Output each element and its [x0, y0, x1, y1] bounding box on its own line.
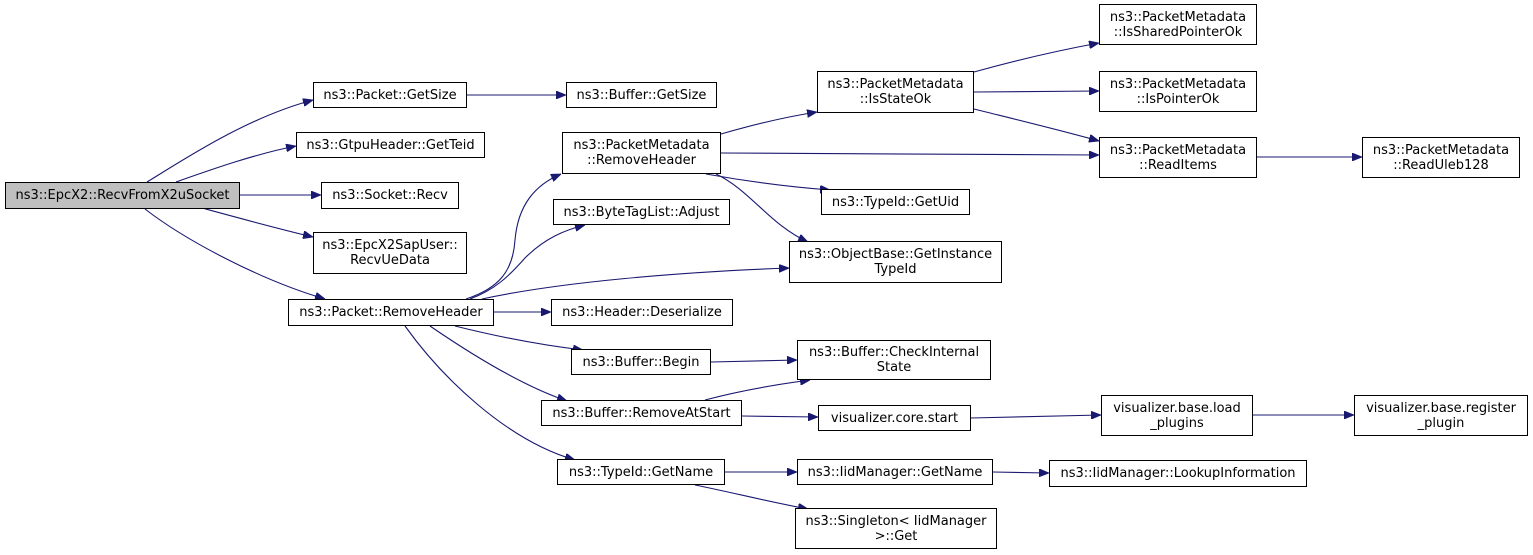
call-node-packetmetadata-issharedpointerok[interactable]: ns3::PacketMetadata ::IsSharedPointerOk: [1099, 4, 1257, 45]
node-label-line-1: ns3::GtpuHeader::GetTeid: [306, 137, 475, 153]
edge-recvfromx2usocket-to-epcx2sapuser-recvuedata: [201, 207, 313, 237]
node-label-line-1: ns3::PacketMetadata: [573, 138, 710, 153]
edge-isstateok-to-readitems: [973, 108, 1099, 141]
call-node-packet-getsize[interactable]: ns3::Packet::GetSize: [313, 82, 467, 108]
node-label-line-1: ns3::IidManager::GetName: [807, 464, 983, 480]
call-node-singleton-iidmanager-get[interactable]: ns3::Singleton< IidManager >::Get: [795, 508, 997, 549]
call-node-bytetaglist-adjust[interactable]: ns3::ByteTagList::Adjust: [553, 199, 730, 225]
node-label-line-2: ::RemoveHeader: [587, 153, 696, 168]
node-label-line-2: ::IsPointerOk: [1136, 91, 1220, 107]
node-label-line-1: ns3::Packet::RemoveHeader: [299, 305, 483, 320]
node-label-line-1: ns3::PacketMetadata: [1372, 142, 1510, 158]
call-node-socket-recv[interactable]: ns3::Socket::Recv: [321, 182, 459, 209]
edge-recvfromx2usocket-to-packet-getsize: [146, 100, 313, 183]
call-node-gtpuheader-getteid[interactable]: ns3::GtpuHeader::GetTeid: [296, 132, 485, 158]
call-node-iidmanager-lookupinformation[interactable]: ns3::IidManager::LookupInformation: [1049, 460, 1307, 487]
edge-packet-removeheader-to-packetmetadata-removeheader: [465, 173, 561, 300]
call-node-visualizer-base-register-plugin[interactable]: visualizer.base.register _plugin: [1354, 395, 1528, 436]
node-label-line-1: ns3::Buffer::GetSize: [576, 87, 707, 103]
call-node-visualizer-core-start[interactable]: visualizer.core.start: [818, 405, 971, 431]
node-label-line-1: ns3::ByteTagList::Adjust: [563, 204, 720, 220]
node-label-line-1: ns3::Packet::GetSize: [323, 87, 457, 103]
node-label-line-1: visualizer.base.load: [1113, 400, 1241, 416]
node-label-line-1: ns3::ObjectBase::GetInstance: [798, 247, 993, 262]
call-node-typeid-getname[interactable]: ns3::TypeId::GetName: [557, 459, 725, 485]
call-node-packetmetadata-ispointerok[interactable]: ns3::PacketMetadata ::IsPointerOk: [1099, 71, 1257, 112]
node-label-line-2: ::IsStateOk: [859, 92, 932, 107]
call-node-packetmetadata-readitems[interactable]: ns3::PacketMetadata ::ReadItems: [1099, 137, 1257, 178]
call-node-typeid-getuid[interactable]: ns3::TypeId::GetUid: [821, 189, 970, 215]
edge-visualizer-core-start-to-load-plugins: [970, 415, 1101, 418]
node-label-line-1: ns3::Buffer::Begin: [582, 354, 700, 370]
call-node-buffer-begin[interactable]: ns3::Buffer::Begin: [571, 349, 711, 375]
node-label-line-1: ns3::PacketMetadata: [1109, 9, 1247, 25]
node-label-line-2: RecvUeData: [350, 253, 430, 268]
edge-packetmetadata-removeheader-to-objectbase-getinstancetypeid: [715, 173, 808, 243]
call-node-header-deserialize[interactable]: ns3::Header::Deserialize: [551, 299, 733, 326]
call-node-packetmetadata-isstateok[interactable]: ns3::PacketMetadata ::IsStateOk: [817, 71, 974, 113]
node-label-line-2: ::ReadItems: [1139, 157, 1217, 173]
node-label-line-1: ns3::Buffer::CheckInternal: [808, 345, 980, 360]
root-function-node: ns3::EpcX2::RecvFromX2uSocket: [5, 182, 240, 209]
node-label-line-1: visualizer.core.start: [830, 410, 959, 426]
call-node-buffer-removeatstart[interactable]: ns3::Buffer::RemoveAtStart: [541, 400, 742, 426]
edge-packetmetadata-removeheader-to-isstateok: [720, 112, 817, 135]
call-node-packetmetadata-removeheader[interactable]: ns3::PacketMetadata ::RemoveHeader: [562, 132, 721, 174]
edge-packet-removeheader-to-objectbase-getinstancetypeid: [481, 268, 789, 300]
edge-packet-removeheader-to-bytetaglist-adjust: [469, 225, 585, 300]
call-node-objectbase-getinstancetypeid[interactable]: ns3::ObjectBase::GetInstance TypeId: [789, 241, 1002, 283]
edge-buffer-begin-to-checkinternalstate: [710, 360, 797, 362]
call-node-buffer-checkinternalstate[interactable]: ns3::Buffer::CheckInternal State: [797, 340, 991, 380]
node-label-line-2: TypeId: [874, 262, 917, 277]
node-label-line-1: ns3::PacketMetadata: [1109, 142, 1247, 158]
node-label-line-1: ns3::PacketMetadata: [827, 77, 964, 92]
node-label-line-1: ns3::TypeId::GetName: [568, 464, 714, 480]
edge-recvfromx2usocket-to-gtpuheader-getteid: [175, 146, 296, 183]
node-label-line-2: ::ReadUleb128: [1393, 157, 1489, 173]
call-node-visualizer-base-load-plugins[interactable]: visualizer.base.load _plugins: [1101, 395, 1253, 436]
edge-packetmetadata-removeheader-to-typeid-getuid: [705, 173, 830, 190]
edge-packet-removeheader-to-typeid-getname: [404, 325, 575, 460]
edge-recvfromx2usocket-to-packet-removeheader: [144, 208, 325, 299]
node-label-line-1: ns3::Socket::Recv: [332, 188, 448, 203]
edge-packet-removeheader-to-buffer-begin: [454, 325, 583, 350]
node-label-line-1: visualizer.base.register: [1366, 400, 1516, 416]
node-label-line-1: ns3::PacketMetadata: [1109, 76, 1247, 92]
node-label-line-2: ::IsSharedPointerOk: [1113, 24, 1243, 40]
node-label-line-1: ns3::Buffer::RemoveAtStart: [552, 405, 731, 421]
call-node-epcx2sapuser-recvuedata[interactable]: ns3::EpcX2SapUser:: RecvUeData: [313, 232, 467, 274]
node-label-line-2: _plugins: [1150, 415, 1204, 431]
edge-buffer-removeatstart-to-checkinternalstate: [704, 380, 810, 401]
node-label-line-1: ns3::Header::Deserialize: [562, 305, 722, 320]
node-label-line-1: ns3::TypeId::GetUid: [831, 194, 960, 210]
node-label-line-2: State: [876, 360, 912, 375]
call-node-packetmetadata-readuleb128[interactable]: ns3::PacketMetadata ::ReadUleb128: [1362, 137, 1520, 178]
call-node-iidmanager-getname[interactable]: ns3::IidManager::GetName: [797, 459, 993, 485]
node-label-line-1: ns3::IidManager::LookupInformation: [1060, 466, 1296, 481]
edge-isstateok-to-issharedpointerok: [973, 43, 1099, 73]
call-node-packet-removeheader[interactable]: ns3::Packet::RemoveHeader: [288, 299, 494, 326]
call-node-buffer-getsize[interactable]: ns3::Buffer::GetSize: [566, 82, 717, 108]
edge-isstateok-to-ispointerok: [973, 91, 1099, 92]
edge-iidmanager-getname-to-lookupinformation: [992, 472, 1049, 473]
edge-buffer-removeatstart-to-visualizer-core-start: [741, 416, 818, 417]
node-label-line-1: ns3::EpcX2::RecvFromX2uSocket: [15, 188, 230, 203]
edge-packetmetadata-removeheader-to-readitems: [720, 153, 1099, 155]
edge-packet-removeheader-to-buffer-removeatstart: [429, 325, 567, 401]
node-label-line-1: ns3::Singleton< IidManager: [805, 513, 987, 529]
node-label-line-2: >::Get: [874, 528, 918, 544]
edge-typeid-getname-to-singleton-iidmanager-get: [694, 484, 808, 509]
node-label-line-1: ns3::EpcX2SapUser::: [322, 238, 458, 253]
node-label-line-2: _plugin: [1417, 415, 1465, 431]
